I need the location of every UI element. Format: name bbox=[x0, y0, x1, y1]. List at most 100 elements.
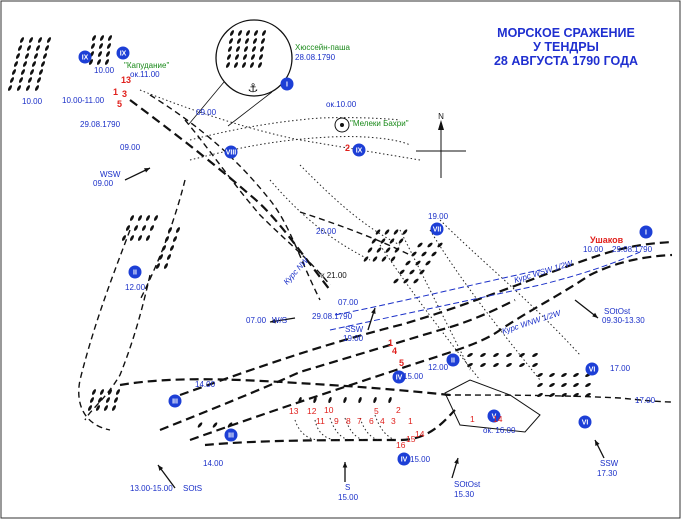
time-label: 14.00 bbox=[203, 459, 224, 468]
ship-marker bbox=[358, 396, 362, 404]
ship-marker bbox=[573, 372, 579, 378]
squadron-badge: II bbox=[128, 265, 142, 279]
ship-marker bbox=[390, 256, 396, 262]
ship-marker bbox=[561, 382, 567, 388]
ship-marker bbox=[363, 256, 369, 262]
time-label: 15.00 bbox=[403, 372, 424, 381]
badge-circle bbox=[224, 145, 238, 159]
ship-marker bbox=[519, 352, 525, 358]
ship-marker bbox=[38, 69, 44, 75]
ship-marker bbox=[104, 59, 110, 65]
time-label: 15.00 bbox=[410, 455, 431, 464]
ship-marker bbox=[153, 215, 159, 221]
squadron-badge: IX bbox=[352, 143, 366, 157]
ship-marker bbox=[425, 260, 431, 266]
ship-marker bbox=[212, 422, 218, 428]
ship-marker bbox=[166, 254, 172, 260]
badge-circle bbox=[392, 370, 406, 384]
ship-marker bbox=[96, 59, 102, 65]
ship-number: 15 bbox=[406, 434, 416, 444]
ship-number: 1 bbox=[113, 87, 118, 97]
ship-number: 4 bbox=[380, 416, 385, 426]
track-line bbox=[184, 119, 331, 286]
squadron-badge: V bbox=[487, 409, 501, 423]
ship-number: 2 bbox=[345, 143, 350, 153]
badge-label: II bbox=[133, 270, 137, 277]
ship-marker bbox=[175, 227, 181, 233]
ship-marker bbox=[249, 62, 255, 68]
ship-marker bbox=[145, 215, 151, 221]
turkish-flagship-inset: ⚓ bbox=[188, 19, 293, 127]
ship-marker bbox=[91, 35, 97, 41]
ship-marker bbox=[29, 69, 35, 75]
time-label: 12.00 bbox=[428, 363, 449, 372]
time-label: 10.00 bbox=[94, 66, 115, 75]
ship-marker bbox=[227, 46, 233, 52]
ship-marker bbox=[98, 43, 104, 49]
ship-marker bbox=[480, 362, 486, 368]
wind-dir: SOtOst bbox=[604, 307, 631, 316]
ship-marker bbox=[573, 382, 579, 388]
ship-number: 5 bbox=[399, 358, 404, 368]
wind-arrow-head bbox=[371, 308, 376, 314]
ship-marker bbox=[155, 263, 161, 269]
ship-marker bbox=[253, 30, 259, 36]
wind-time: 17.30 bbox=[597, 469, 618, 478]
ship-marker bbox=[242, 54, 248, 60]
track-line bbox=[299, 211, 411, 256]
ship-number: 13 bbox=[289, 406, 299, 416]
time-label: 07.00 bbox=[338, 298, 359, 307]
ship-marker bbox=[105, 397, 111, 403]
meleki-bahri-marker bbox=[334, 117, 350, 133]
ship-number: 16 bbox=[396, 440, 406, 450]
badge-circle bbox=[352, 143, 366, 157]
ship-marker bbox=[9, 77, 15, 83]
ship-marker bbox=[99, 389, 105, 395]
label-husein-date: 28.08.1790 bbox=[295, 53, 336, 62]
ship-marker bbox=[46, 37, 52, 43]
ship-marker bbox=[158, 254, 164, 260]
label-ushakov-time: 10.00 bbox=[583, 245, 604, 254]
course-line bbox=[329, 251, 641, 331]
course-line bbox=[334, 269, 541, 316]
ship-marker bbox=[519, 362, 525, 368]
ship-marker bbox=[403, 278, 409, 284]
ship-marker bbox=[36, 77, 42, 83]
ship-marker bbox=[421, 251, 427, 257]
label-approx-16: ок. 16.00 bbox=[483, 426, 516, 435]
ship-marker bbox=[44, 45, 50, 51]
wind-arrow-head bbox=[158, 465, 164, 471]
badge-label: IX bbox=[356, 148, 363, 155]
ship-marker bbox=[229, 30, 235, 36]
ship-marker bbox=[415, 260, 421, 266]
time-label: 17.00 bbox=[635, 396, 656, 405]
ship-marker bbox=[13, 61, 19, 67]
squadron-badge: VIII bbox=[224, 145, 238, 159]
ship-number: 6 bbox=[369, 416, 374, 426]
wind-dir: SSW bbox=[600, 459, 619, 468]
ship-marker bbox=[19, 37, 25, 43]
track-line bbox=[379, 244, 481, 381]
ship-marker bbox=[26, 45, 32, 51]
ship-marker bbox=[398, 238, 404, 244]
badge-label: V bbox=[492, 414, 497, 421]
ship-marker bbox=[28, 37, 34, 43]
ship-marker bbox=[121, 235, 127, 241]
ship-numbers: 13 1 3 5 2 4 1 5 13 12 10 11 9 8 7 6 5 4… bbox=[113, 75, 503, 450]
ship-marker bbox=[226, 54, 232, 60]
squadron-badge: VI bbox=[578, 415, 592, 429]
badge-label: III bbox=[172, 399, 178, 406]
ship-marker bbox=[106, 43, 112, 49]
ship-marker bbox=[480, 352, 486, 358]
squadron-badge: I bbox=[280, 77, 294, 91]
map-title-line-3: 28 АВГУСТА 1790 ГОДА bbox=[494, 54, 638, 68]
ship-marker bbox=[399, 269, 405, 275]
ship-number: 5 bbox=[374, 406, 379, 416]
ship-number: 13 bbox=[121, 75, 131, 85]
track-line bbox=[129, 99, 331, 291]
ship-number: 10 bbox=[324, 405, 334, 415]
badge-circle bbox=[116, 46, 130, 60]
track-line bbox=[439, 219, 581, 356]
squadron-badge: I bbox=[639, 225, 653, 239]
